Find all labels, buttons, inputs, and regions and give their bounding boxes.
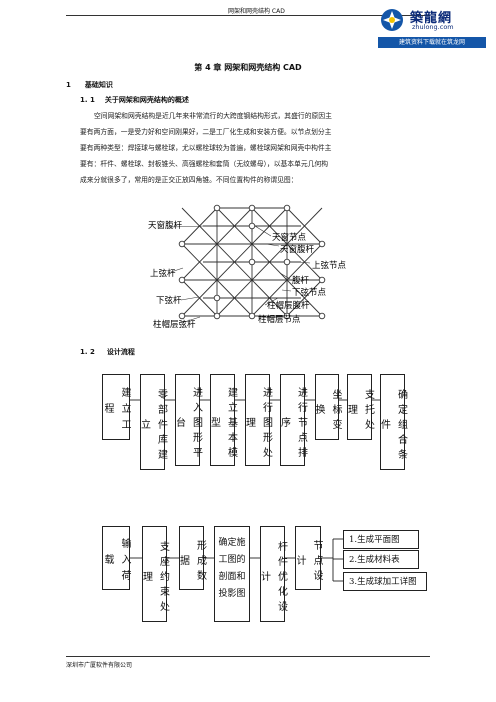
flow-step-label: 节点设计 <box>294 539 322 585</box>
flow-step-label: 进行图形处理 <box>243 386 272 462</box>
flow-step-support-processing: 支托处理 <box>346 374 374 440</box>
flow-step-member-optimization: 杆件优化设计 <box>259 526 287 622</box>
label-cap-web: 柱帽层腹杆 <box>267 300 310 311</box>
output-plan-drawing: 1.生成平面图 <box>343 530 419 549</box>
logo-name: 築龍網 <box>410 11 453 26</box>
overview-paragraph: 空间网架和网壳结构是近几年来非常流行的大跨度钢结构形式，其盛行的原因主 要有两方… <box>80 108 440 188</box>
label-upper-chord: 上弦杆 <box>150 268 176 279</box>
flow-step-input-load: 输入荷载 <box>102 526 130 590</box>
label-skylight-rod: 天窗腹杆 <box>148 220 183 231</box>
logo-url[interactable]: zhulong.com <box>412 23 454 31</box>
flow-step-create-project: 建立工程 <box>102 374 130 440</box>
chapter-title: 第 4 章 网架和网壳结构 CAD <box>194 63 302 72</box>
section-1-1-heading: 1. 1 关于网架和网壳结构的概述 <box>80 95 189 105</box>
flow-step-label: 坐标变换 <box>313 388 341 434</box>
flow-step-label: 建立基本模型 <box>208 386 237 462</box>
flow-step-parts-library: 零部件库建立 <box>139 374 167 470</box>
flow-step-label: 进行节点排序 <box>278 386 307 462</box>
section-1-2-number: 1. 2 <box>80 348 95 356</box>
flow-step-coordinate-transform: 坐标变换 <box>313 374 341 440</box>
header-rule <box>66 15 430 16</box>
flow-step-enter-graphics: 进入图形平台 <box>174 374 202 466</box>
flow-step-label: 零部件库建立 <box>138 388 167 464</box>
label-lower-chord-node: 下弦节点 <box>292 287 327 298</box>
flow-step-support-constraint: 支座约束处理 <box>141 526 169 622</box>
flow-step-label: 形成数据 <box>177 539 206 585</box>
flow-step-base-model: 建立基本模型 <box>209 374 237 466</box>
label-cap-node: 柱帽层节点 <box>258 314 301 325</box>
flow-step-label: 确定组合条件 <box>378 388 407 464</box>
flow-step-label: 杆件优化设计 <box>258 540 287 616</box>
label-skylight-node: 天窗节点 <box>272 232 307 243</box>
flow-step-label: 输入荷载 <box>102 538 130 586</box>
flow-step-graphic-processing: 进行图形处理 <box>244 374 272 466</box>
flow-step-label: 确定施工图的剖面和投影图 <box>218 538 246 599</box>
paragraph-line: 要有两种类型：焊接球与螺栓球，尤以螺栓球较为普遍，螺栓球网架和网壳中构件主 <box>80 144 332 152</box>
logo-tagline: 建筑资料下载就在筑龙网 <box>378 37 486 48</box>
paragraph-line: 要有：杆件、螺栓球、封板锥头、高强螺栓和套筒（无纹螺母），以基本单元几何构 <box>80 160 329 168</box>
label-lower-chord: 下弦杆 <box>156 295 182 306</box>
flow-step-section-projection: 确定施工图的剖面和投影图 <box>214 526 250 622</box>
label-upper-chord-node: 上弦节点 <box>312 260 347 271</box>
footer-rule <box>66 656 430 657</box>
flow-step-node-sorting: 进行节点排序 <box>279 374 307 466</box>
section-1-heading: 1 基础知识 <box>66 80 113 90</box>
flow-step-form-data: 形成数据 <box>178 526 206 590</box>
paragraph-line: 要有两方面，一是受力好和空间刚果好，二是工厂化生成和安装方便。以节点划分主 <box>80 128 332 136</box>
paragraph-line: 空间网架和网壳结构是近几年来非常流行的大跨度钢结构形式，其盛行的原因主 <box>94 112 332 120</box>
section-1-2-heading: 1. 2 设计流程 <box>80 347 135 357</box>
section-1-2-title: 设计流程 <box>106 348 135 356</box>
flow-step-label: 支座约束处理 <box>140 540 169 616</box>
label-skylight-web: 天窗腹杆 <box>280 244 315 255</box>
flow-step-load-combination: 确定组合条件 <box>379 374 407 470</box>
footer-company: 深圳市广厦软件有限公司 <box>66 662 133 669</box>
output-ball-detail: 3.生成球加工详图 <box>343 572 427 591</box>
output-material-list: 2.生成材料表 <box>343 550 419 569</box>
section-1-title: 基础知识 <box>84 81 113 89</box>
section-1-1-title: 关于网架和网壳结构的概述 <box>104 96 189 104</box>
flow-step-label: 进入图形平台 <box>173 386 202 462</box>
paragraph-line: 成来分就很多了，常用的是正交正放四角锥。不同位置构件的称谓见图： <box>80 176 298 184</box>
section-1-number: 1 <box>66 81 71 89</box>
section-1-1-number: 1. 1 <box>80 96 95 104</box>
flow-step-label: 建立工程 <box>102 387 130 435</box>
flow-step-node-design: 节点设计 <box>294 526 322 590</box>
label-cap-rod: 柱帽层弦杆 <box>153 319 196 330</box>
label-web-rod: 腹杆 <box>292 275 310 286</box>
flow-step-label: 支托处理 <box>345 388 374 434</box>
header-title: 网架和网壳结构 CAD <box>228 8 285 15</box>
